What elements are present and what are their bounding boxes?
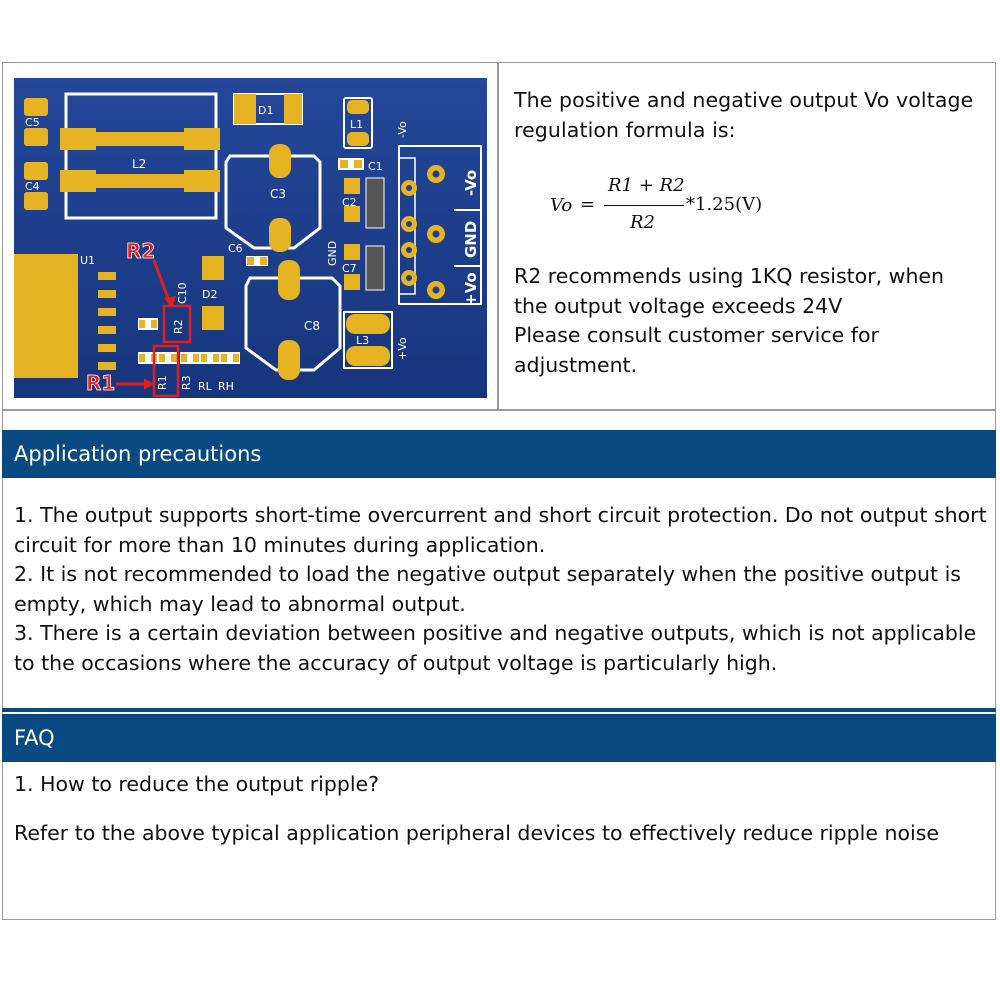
precaution-item: 1. The output supports short-time overcu… (14, 503, 987, 557)
pcb-label-c1: C1 (368, 160, 383, 173)
voltage-formula: Vo = R1 + R2 R2 *1.25(V) (548, 175, 808, 239)
r2-note: R2 recommends using 1KQ resistor, when t… (514, 264, 945, 318)
callout-box-r2 (162, 304, 192, 344)
precaution-item: 2. It is not recommended to load the neg… (14, 562, 961, 616)
precaution-item: 3. There is a certain deviation between … (14, 621, 977, 675)
faq-question: 1. How to reduce the output ripple? (14, 772, 380, 796)
faq-answer: Refer to the above typical application p… (14, 821, 939, 845)
formula-intro-block: The positive and negative output Vo volt… (514, 86, 984, 145)
faq-title: FAQ (14, 726, 55, 750)
pcb-label-vo-neg-small: -Vo (396, 121, 409, 138)
formula-denominator: R2 (630, 212, 656, 233)
formula-multiplier: *1.25(V) (686, 194, 763, 215)
callout-arrow-r2 (152, 259, 172, 305)
pcb-label-l1: L1 (350, 118, 363, 131)
formula-equals: = (580, 194, 596, 215)
section-edge (2, 708, 996, 712)
pcb-label-c10: C10 (176, 282, 189, 304)
pcb-label-c7: C7 (342, 262, 357, 275)
r2-note-block: R2 recommends using 1KQ resistor, when t… (514, 262, 984, 380)
pcb-label-rh: RH (218, 380, 234, 393)
pcb-label-c5: C5 (25, 116, 40, 129)
faq-header: FAQ (2, 714, 996, 762)
document-frame (2, 62, 996, 920)
formula-numerator: R1 + R2 (608, 175, 685, 196)
pcb-label-vo-pos-small: +Vo (396, 337, 409, 360)
pcb-label-r1: R1 (156, 375, 169, 390)
pcb-label-gnd-small: GND (326, 241, 339, 266)
formula-lhs: Vo (550, 195, 573, 216)
pcb-label-l2: L2 (132, 157, 146, 171)
faq-question-block: 1. How to reduce the output ripple? (14, 770, 990, 800)
section-divider-top (2, 409, 996, 411)
pcb-label-d2: D2 (202, 288, 217, 301)
pcb-label-c3: C3 (270, 187, 286, 201)
pcb-label-l3: L3 (356, 334, 369, 347)
pcb-label-c6: C6 (228, 242, 243, 255)
pcb-terminal-neg: -Vo (462, 170, 480, 196)
pcb-label-r2: R2 (172, 319, 185, 334)
pcb-label-c2: C2 (342, 196, 357, 209)
top-divider (497, 62, 499, 410)
pcb-label-u1: U1 (80, 254, 95, 267)
pcb-label-r3: R3 (180, 375, 193, 390)
consult-note: Please consult customer service for adju… (514, 323, 879, 377)
pcb-terminal-pos: +Vo (462, 272, 480, 306)
pcb-label-c8: C8 (304, 319, 320, 333)
precautions-list: 1. The output supports short-time overcu… (14, 501, 990, 678)
pcb-label-rl: RL (198, 380, 213, 393)
pcb-label-c4: C4 (25, 180, 40, 193)
callout-box-r1 (152, 344, 180, 398)
pcb-terminal-gnd: GND (462, 221, 480, 258)
precautions-title: Application precautions (14, 442, 262, 466)
precautions-header: Application precautions (2, 430, 996, 478)
callout-label-r2: R2 (126, 239, 155, 263)
callout-label-r1: R1 (86, 371, 115, 395)
formula-fraction-bar (604, 205, 684, 207)
pcb-image: C5 C4 L2 D1 L1 -Vo C3 C1 C2 C7 GND -Vo G… (14, 78, 487, 398)
faq-answer-block: Refer to the above typical application p… (14, 819, 990, 849)
pcb-label-d1: D1 (258, 104, 273, 117)
formula-intro: The positive and negative output Vo volt… (514, 88, 974, 142)
